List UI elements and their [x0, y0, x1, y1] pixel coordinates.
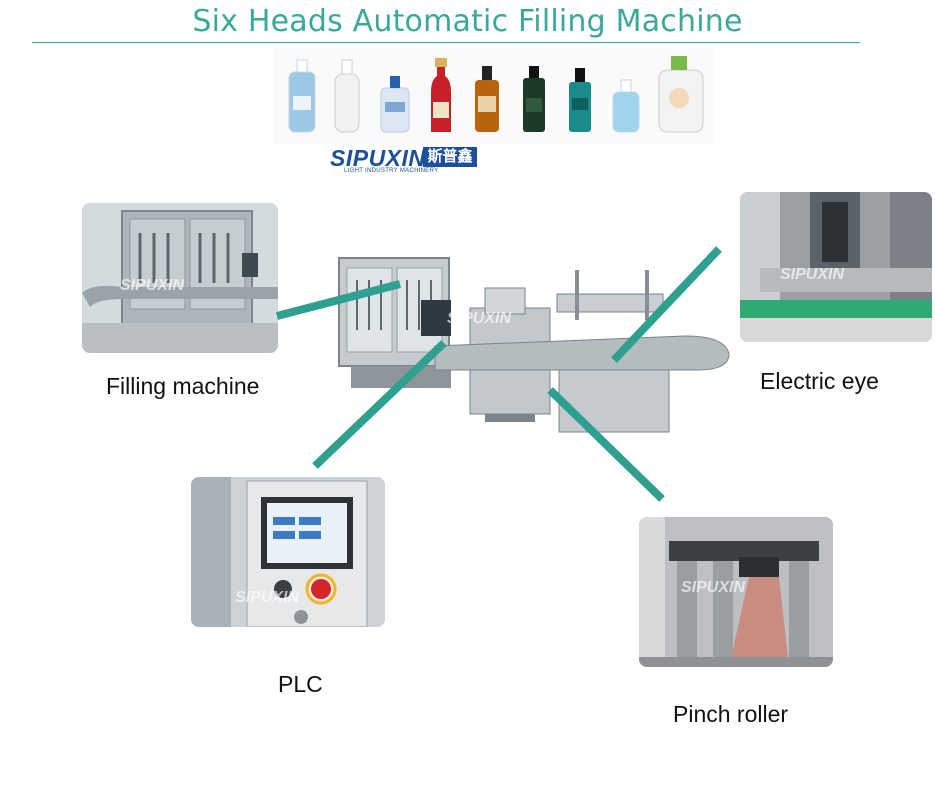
logo-subtitle: LIGHT INDUSTRY MACHINERY	[344, 168, 439, 174]
label-plc: PLC	[278, 671, 323, 697]
bottle-7	[569, 68, 591, 132]
electric-eye-photo: SIPUXIN	[740, 192, 932, 342]
filling-line-machine-image: SIPUXIN	[325, 250, 745, 440]
label-filling-machine: Filling machine	[106, 373, 260, 399]
bottle-9	[658, 56, 704, 133]
label-electric-eye: Electric eye	[760, 368, 879, 394]
product-bottles-image	[273, 48, 713, 144]
bottle-5	[475, 66, 499, 132]
bottle-4	[431, 58, 451, 132]
logo-chinese: 斯普鑫	[423, 147, 477, 167]
bottle-8	[612, 79, 640, 133]
watermark: SIPUXIN	[681, 579, 746, 596]
bottle-3	[380, 76, 410, 133]
bottle-6	[523, 66, 545, 132]
bottle-2	[334, 59, 360, 133]
filling-machine-photo: SIPUXIN	[82, 203, 278, 353]
watermark: SIPUXIN	[120, 277, 185, 294]
plc-photo: SIPUXIN	[191, 477, 385, 627]
label-pinch-roller: Pinch roller	[673, 701, 789, 727]
watermark: SIPUXIN	[447, 310, 512, 327]
bottle-1	[288, 59, 316, 133]
watermark: SIPUXIN	[235, 589, 300, 606]
title-divider	[32, 42, 860, 43]
pinch-roller-photo: SIPUXIN	[639, 517, 833, 667]
watermark: SIPUXIN	[780, 266, 845, 283]
logo-brand: SIPUXIN	[330, 145, 426, 171]
page-title: Six Heads Automatic Filling Machine	[192, 4, 743, 39]
brand-logo: SIPUXIN 斯普鑫 LIGHT INDUSTRY MACHINERY	[330, 145, 480, 177]
